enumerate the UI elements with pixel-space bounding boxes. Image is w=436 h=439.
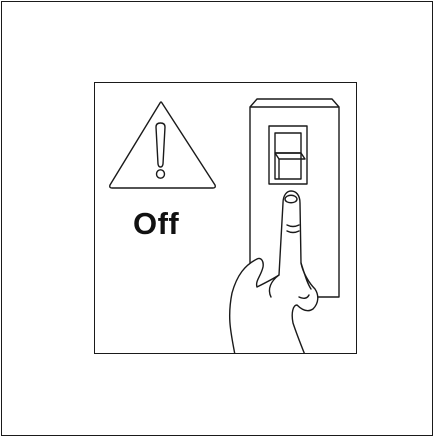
instruction-panel: Off (94, 82, 357, 354)
off-status-label: Off (133, 206, 223, 242)
pointing-hand-icon (230, 191, 318, 354)
warning-triangle-icon (110, 102, 216, 188)
